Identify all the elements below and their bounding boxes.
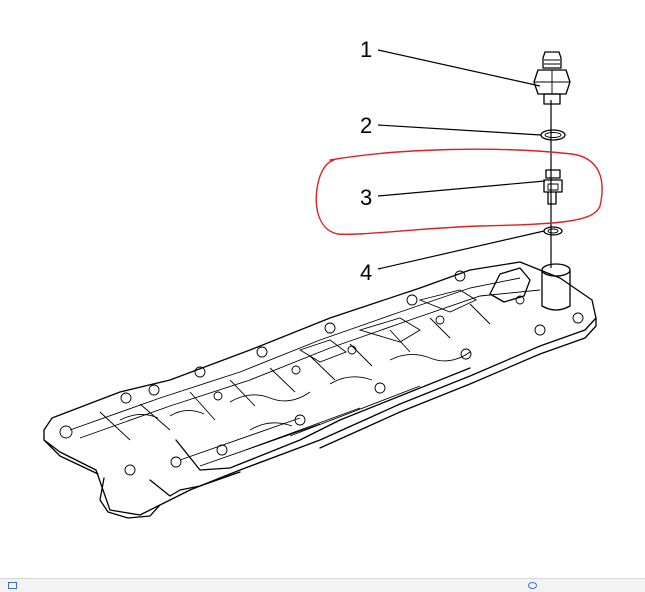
callout-2: 2 bbox=[360, 113, 372, 138]
connector-icon bbox=[543, 169, 563, 205]
toolbar-left-icon bbox=[8, 582, 17, 589]
valve-body-icon bbox=[43, 261, 597, 519]
leader-line-4 bbox=[377, 230, 545, 270]
pressure-sensor-icon bbox=[533, 51, 571, 105]
leader-line-3 bbox=[377, 180, 546, 197]
callout-4: 4 bbox=[360, 260, 372, 285]
leader-line-2 bbox=[377, 124, 542, 136]
red-highlight-circle bbox=[315, 148, 603, 236]
bottom-toolbar-strip bbox=[0, 578, 645, 592]
toolbar-right-icon bbox=[528, 582, 537, 589]
callout-3: 3 bbox=[360, 185, 372, 210]
seal-icon bbox=[543, 226, 563, 236]
callout-1: 1 bbox=[360, 37, 372, 62]
leader-line-1 bbox=[377, 49, 541, 87]
